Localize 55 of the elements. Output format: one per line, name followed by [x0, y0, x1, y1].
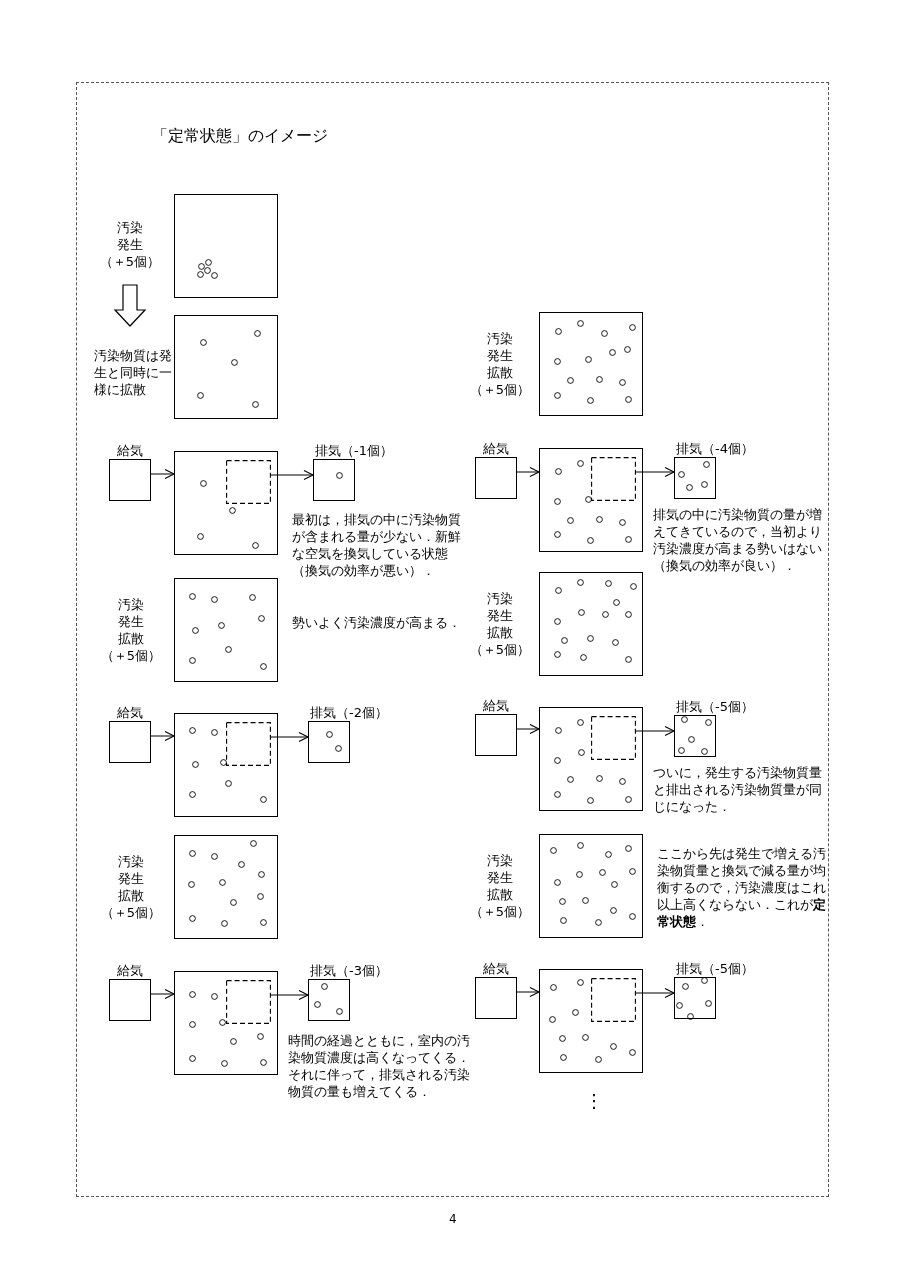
room-box — [539, 969, 643, 1073]
note-text: 最初は，排気の中に汚染物質が含まれる量が少ない．新鮮な空気を換気している状態（換気の効率が悪い）． — [292, 511, 462, 579]
room-box — [174, 315, 278, 419]
heading-label: 給気 — [117, 443, 143, 458]
heading-label: 排気（-4個） — [676, 441, 754, 456]
heading-label: 給気 — [117, 705, 143, 720]
arrow — [270, 989, 309, 1001]
heading-label: 給気 — [117, 963, 143, 978]
note-text: 勢いよく汚染濃度が高まる． — [292, 614, 461, 631]
heading-label: 給気 — [483, 698, 509, 713]
arrow — [635, 725, 675, 737]
count-caption: （＋5個） — [99, 253, 161, 270]
block-arrow — [113, 284, 147, 327]
count-caption: （＋5個） — [100, 904, 162, 921]
note-text: 時間の経過とともに，室内の汚染物質濃度は高くなってくる．それに伴って，排気される汚染物質の量も増えてくる． — [288, 1032, 471, 1100]
note-text: ここから先は発生で増える汚染物質量と換気で減る量が均衡するので，汚染濃度はこれ以上高くならない．これが定常状態． — [657, 845, 827, 930]
heading-label: 排気（-2個） — [310, 705, 388, 720]
room-box — [174, 194, 278, 298]
side-caption: 汚染発生 — [116, 219, 144, 253]
page-number: 4 — [449, 1211, 457, 1227]
arrow — [150, 730, 175, 742]
heading-label: 排気（-3個） — [310, 963, 388, 978]
arrow — [150, 468, 175, 480]
note-text: ついに，発生する汚染物質量と排出される汚染物質量が同じになった． — [653, 764, 823, 815]
heading-label: 排気（-1個） — [315, 443, 393, 458]
side-caption: 汚染発生拡散 — [486, 330, 514, 381]
count-caption: （＋5個） — [469, 641, 531, 658]
heading-label: 排気（-5個） — [676, 699, 754, 714]
side-caption: 汚染発生拡散 — [486, 590, 514, 641]
room-box — [539, 448, 643, 552]
room-box — [174, 713, 278, 817]
count-caption: （＋5個） — [469, 381, 531, 398]
count-caption: （＋5個） — [100, 647, 162, 664]
side-caption: 汚染物質は発生と同時に一様に拡散 — [94, 347, 173, 398]
arrow — [270, 731, 309, 743]
heading-label: 給気 — [483, 961, 509, 976]
arrow — [635, 466, 675, 478]
room-box — [174, 451, 278, 555]
page-title: 「定常状態」のイメージ — [152, 126, 328, 146]
note-text: 排気の中に汚染物質の量が増えてきているので，当初より汚染濃度が高まる勢いはない（換気の効率が良い）． — [653, 506, 823, 574]
arrow — [635, 987, 675, 999]
count-caption: （＋5個） — [469, 903, 531, 920]
continuation-dots: ⋮ — [585, 1090, 603, 1112]
room-box — [174, 971, 278, 1075]
room-box — [539, 707, 643, 811]
side-caption: 汚染発生拡散 — [486, 852, 514, 903]
arrow — [516, 466, 540, 478]
side-caption: 汚染発生拡散 — [117, 853, 145, 904]
arrow — [270, 469, 314, 481]
arrow — [516, 723, 540, 735]
side-caption: 汚染発生拡散 — [117, 596, 145, 647]
arrow — [516, 986, 540, 998]
heading-label: 排気（-5個） — [676, 961, 754, 976]
arrow — [150, 988, 175, 1000]
heading-label: 給気 — [483, 441, 509, 456]
